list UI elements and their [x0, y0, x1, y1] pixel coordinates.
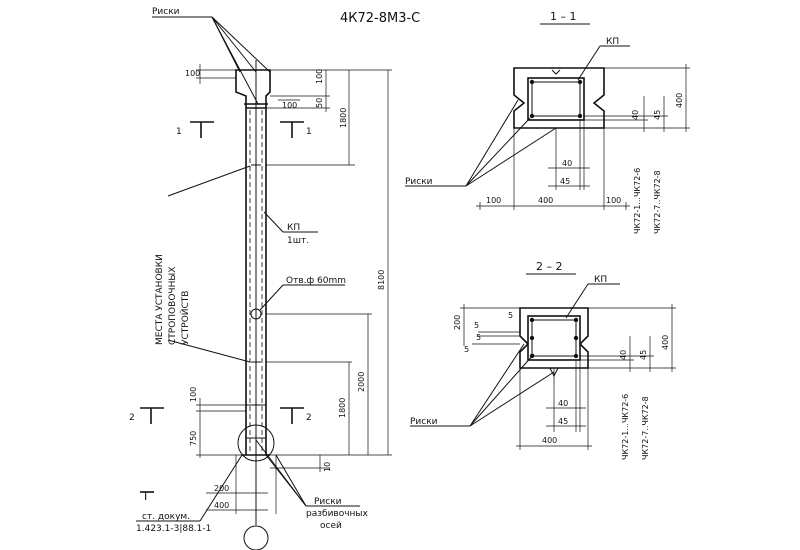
svg-text:УСТРОЙСТВ: УСТРОЙСТВ — [179, 291, 191, 345]
svg-text:КП: КП — [287, 223, 300, 233]
svg-text:Риски: Риски — [410, 417, 438, 427]
svg-text:Риски: Риски — [405, 177, 433, 187]
svg-text:осей: осей — [320, 521, 342, 531]
svg-text:40: 40 — [562, 159, 572, 168]
svg-text:I: I — [144, 490, 147, 503]
svg-text:разбивочных: разбивочных — [306, 509, 369, 519]
top-dimensions: 100 — [185, 64, 236, 84]
svg-text:1800: 1800 — [338, 398, 347, 418]
svg-text:100: 100 — [315, 69, 324, 84]
svg-text:40: 40 — [558, 399, 568, 408]
section-2-2: 2 – 2 КП Риски 200 5 5 5 5 — [410, 260, 676, 460]
svg-text:200: 200 — [214, 484, 229, 493]
svg-text:100: 100 — [189, 387, 198, 402]
svg-text:5: 5 — [464, 345, 469, 354]
svg-text:ЧК72-1...ЧК72-6: ЧК72-1...ЧК72-6 — [633, 168, 642, 234]
riski-axes-annotation: Риски разбивочных осей — [255, 439, 369, 531]
svg-text:ЧК72-1...ЧК72-6: ЧК72-1...ЧК72-6 — [621, 394, 630, 460]
svg-text:1800: 1800 — [339, 108, 348, 128]
svg-text:1: 1 — [306, 127, 312, 137]
svg-text:1.423.1-3|88.1-1: 1.423.1-3|88.1-1 — [136, 524, 211, 534]
svg-text:400: 400 — [675, 93, 684, 108]
svg-text:8100: 8100 — [377, 270, 386, 290]
kp-elevation-annotation: КП 1шт. — [263, 211, 318, 246]
lifting-annotation: МЕСТА УСТАНОВКИ СТРОПОВОЧНЫХ УСТРОЙСТВ — [155, 165, 251, 363]
svg-text:100: 100 — [282, 101, 297, 110]
hole-annotation: Отв.ф 60mm — [259, 276, 346, 311]
svg-text:5: 5 — [476, 333, 481, 342]
section-1-1: 1 – 1 КП Риски 40 45 400 40 — [405, 10, 690, 234]
svg-text:КП: КП — [594, 275, 607, 285]
node-detail-circle — [237, 424, 275, 462]
svg-text:Риски: Риски — [152, 7, 180, 17]
svg-text:40: 40 — [631, 110, 640, 120]
left-bottom-dimensions: 100 750 200 400 — [189, 387, 277, 514]
svg-text:ЧК72-7..ЧК72-8: ЧК72-7..ЧК72-8 — [641, 396, 650, 460]
svg-text:50: 50 — [315, 98, 324, 108]
svg-text:45: 45 — [639, 350, 648, 360]
svg-text:5: 5 — [508, 311, 513, 320]
svg-text:750: 750 — [189, 431, 198, 446]
riski-top-annotation: Риски — [152, 7, 271, 105]
hole-marker — [250, 308, 262, 320]
drawing-title: 4К72-8М3-С — [340, 11, 420, 26]
svg-text:400: 400 — [661, 335, 670, 350]
svg-text:45: 45 — [560, 177, 570, 186]
svg-text:5: 5 — [474, 321, 479, 330]
svg-text:КП: КП — [606, 37, 619, 47]
svg-text:1 – 1: 1 – 1 — [550, 10, 577, 23]
column-elevation — [235, 60, 275, 550]
svg-text:2000: 2000 — [357, 372, 366, 392]
base-circle — [243, 525, 269, 550]
svg-text:45: 45 — [558, 417, 568, 426]
svg-text:10: 10 — [323, 462, 332, 472]
svg-text:ЧК72-7..ЧК72-8: ЧК72-7..ЧК72-8 — [653, 170, 662, 234]
right-dimensions: 100 50 100 1800 8100 2000 1800 10 — [266, 69, 392, 472]
svg-text:100: 100 — [486, 196, 501, 205]
svg-text:400: 400 — [214, 501, 229, 510]
section-cut-1: 1 1 — [176, 121, 312, 138]
svg-text:2 – 2: 2 – 2 — [536, 260, 563, 273]
svg-text:400: 400 — [542, 436, 557, 445]
svg-text:ст. докум.: ст. докум. — [142, 512, 190, 522]
section-cut-2: 2 2 — [129, 407, 312, 424]
svg-text:100: 100 — [185, 69, 200, 78]
svg-text:1шт.: 1шт. — [287, 236, 309, 246]
node-annotation: I ст. докум. 1.423.1-3|88.1-1 — [136, 454, 243, 534]
svg-text:40: 40 — [619, 350, 628, 360]
svg-text:МЕСТА УСТАНОВКИ: МЕСТА УСТАНОВКИ — [155, 254, 165, 345]
svg-text:100: 100 — [606, 196, 621, 205]
svg-text:2: 2 — [129, 413, 135, 423]
svg-text:СТРОПОВОЧНЫХ: СТРОПОВОЧНЫХ — [168, 267, 178, 345]
svg-text:Отв.ф 60mm: Отв.ф 60mm — [286, 276, 346, 286]
svg-text:400: 400 — [538, 196, 553, 205]
svg-text:1: 1 — [176, 127, 182, 137]
svg-text:2: 2 — [306, 413, 312, 423]
svg-text:Риски: Риски — [314, 497, 342, 507]
svg-text:45: 45 — [653, 110, 662, 120]
svg-text:200: 200 — [453, 315, 462, 330]
